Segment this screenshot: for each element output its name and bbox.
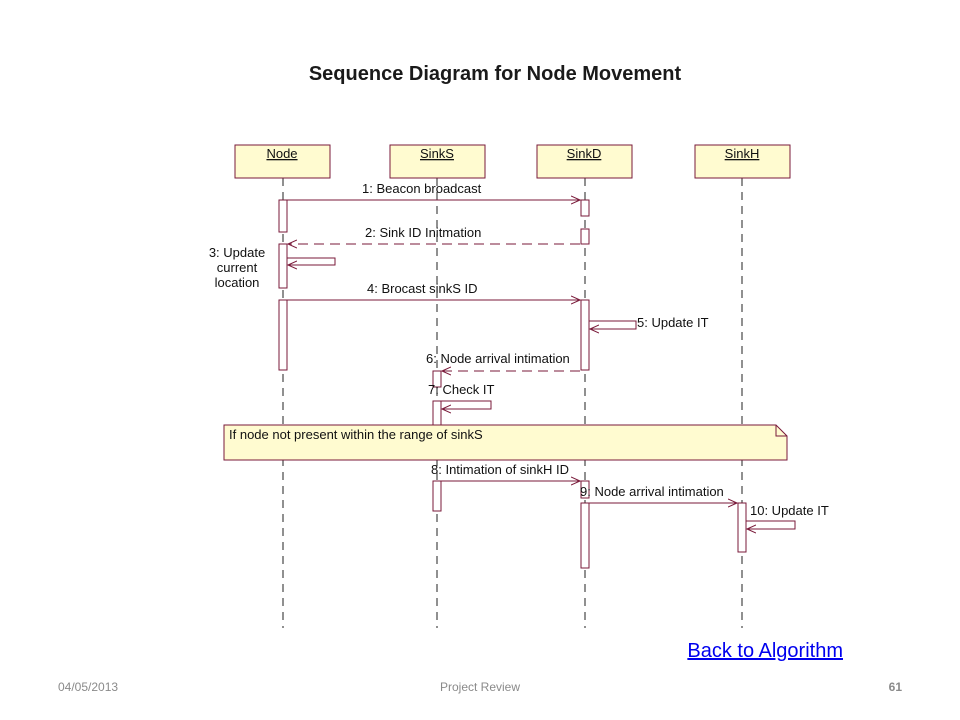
message-2-label: 2: Sink ID Initmation (365, 225, 481, 240)
lifeline-sinks-label: SinkS (420, 146, 454, 161)
lifeline-sinkd-label: SinkD (567, 146, 602, 161)
lifeline-sinkh-label: SinkH (725, 146, 760, 161)
message-7-label: 7: Check IT (428, 382, 495, 397)
activation-sinkh-1 (737, 502, 747, 553)
note-box (223, 424, 788, 461)
message-3-label-line-2: current (217, 260, 258, 275)
activation-node-2 (278, 243, 288, 289)
message-7-arrow (441, 400, 492, 409)
message-10-label: 10: Update IT (750, 503, 829, 518)
message-10-arrow (746, 520, 796, 529)
lifeline-sinkd-box (536, 144, 633, 179)
slide-title: Sequence Diagram for Node Movement (308, 63, 682, 85)
message-5-label: 5: Update IT (637, 315, 709, 330)
lifeline-sinks-box (389, 144, 486, 179)
footer-title: Project Review (439, 680, 521, 694)
page-number: 61 (888, 680, 902, 694)
activation-sinkd-3 (580, 299, 590, 371)
activation-sinks-3 (432, 480, 442, 512)
activation-sinkd-2 (580, 228, 590, 245)
message-3-arrow (287, 257, 336, 265)
activation-node-3 (278, 299, 288, 371)
lifeline-node-label: Node (266, 146, 297, 161)
lifeline-sinkh-box (694, 144, 791, 179)
message-6-label: 6: Node arrival intimation (426, 351, 570, 366)
activation-sinkd-4 (580, 480, 590, 499)
back-to-algorithm-link[interactable]: Back to Algorithm (687, 640, 843, 662)
activation-node-1 (278, 199, 288, 233)
lifeline-node-box (234, 144, 331, 179)
message-8-label: 8: Intimation of sinkH ID (431, 462, 569, 477)
activation-sinks-1 (432, 370, 442, 388)
footer-date: 04/05/2013 (58, 680, 119, 694)
message-9-label: 9: Node arrival intimation (580, 484, 724, 499)
message-5-arrow (589, 320, 637, 329)
activation-sinkd-5 (580, 502, 590, 569)
message-3-label-line-1: 3: Update (209, 245, 265, 260)
message-4-label: 4: Brocast sinkS ID (367, 281, 478, 296)
message-1-label: 1: Beacon broadcast (362, 181, 482, 196)
activation-sinkd-1 (580, 199, 590, 217)
note-text: If node not present within the range of … (229, 427, 483, 442)
message-3-label-line-3: location (215, 275, 260, 290)
